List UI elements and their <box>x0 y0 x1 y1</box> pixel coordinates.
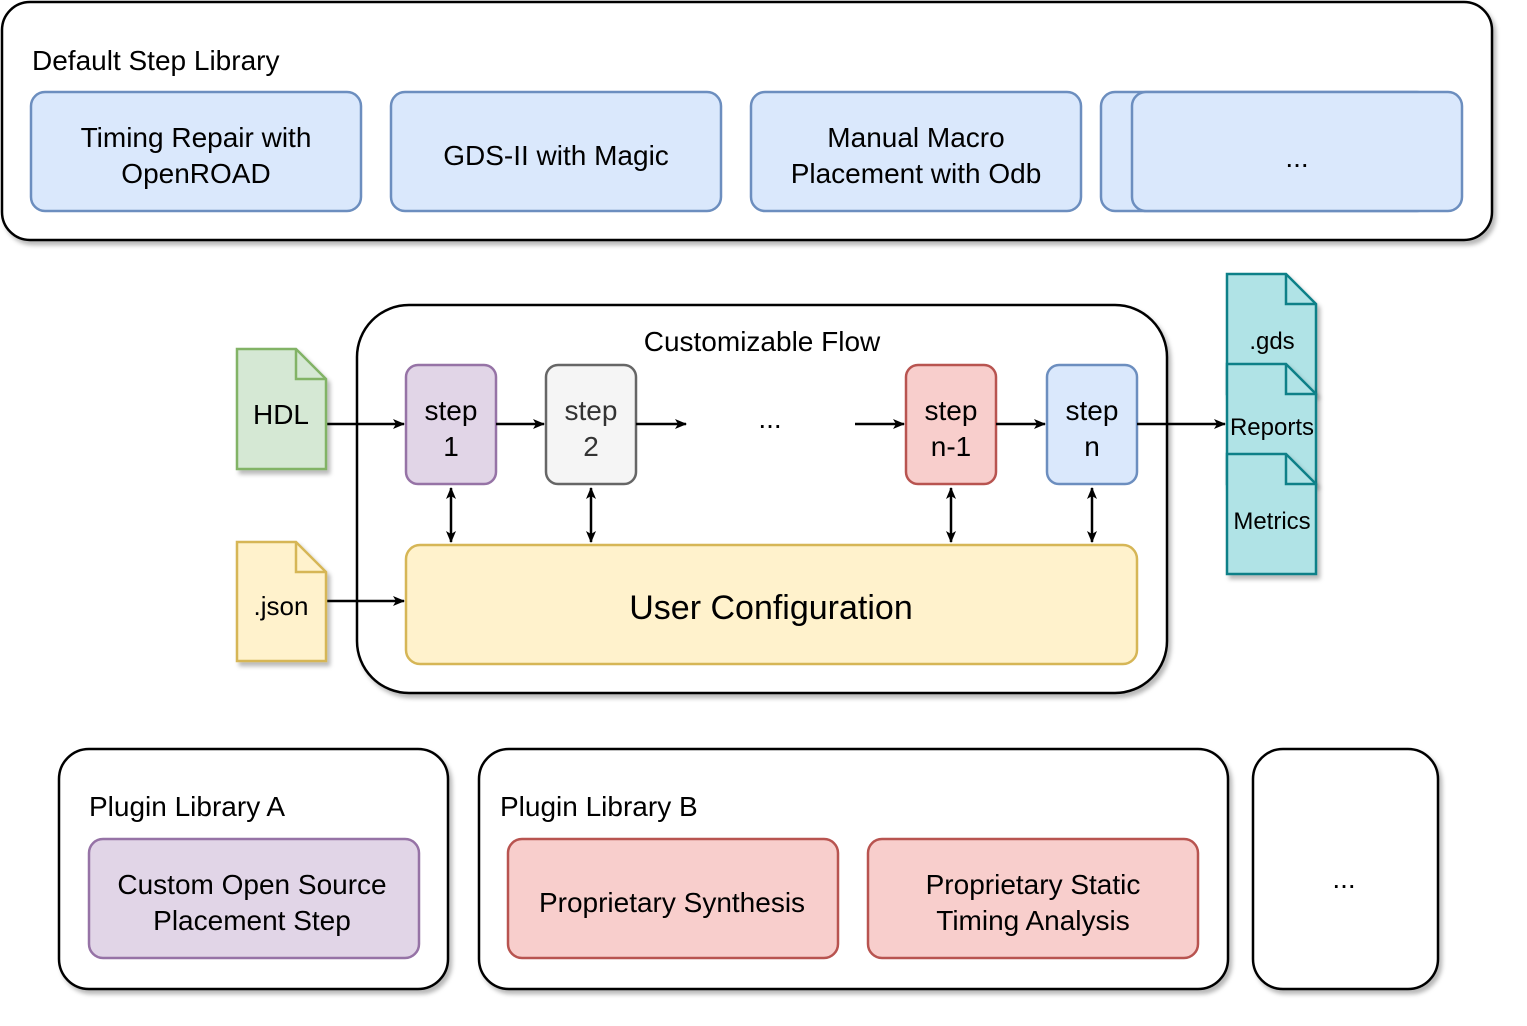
plugin-library-more[interactable]: ... <box>1251 747 1440 991</box>
flow-arrows <box>327 419 1226 606</box>
output-reports-label: Reports <box>1230 414 1314 441</box>
plugin-more-label: ... <box>1332 863 1355 894</box>
plugin-b-step-sta[interactable]: Proprietary Static Timing Analysis <box>866 837 1200 960</box>
flow-step-n-top: step <box>1066 395 1119 426</box>
plugin-library-a: Plugin Library A Custom Open Source Plac… <box>57 747 450 991</box>
plugin-b-sta-line2: Timing Analysis <box>936 905 1129 936</box>
flow-step-n-1-bottom: n-1 <box>931 431 971 462</box>
flow-step-2-top: step <box>565 395 618 426</box>
plugin-library-b: Plugin Library B Proprietary Synthesis P… <box>477 747 1230 991</box>
step-macro-placement-line2: Placement with Odb <box>791 158 1042 189</box>
input-json-label: .json <box>254 591 309 621</box>
user-configuration-label: User Configuration <box>629 589 912 627</box>
flow-step-n-bottom: n <box>1084 431 1100 462</box>
step-timing-repair-line2: OpenROAD <box>121 158 270 189</box>
flow-step-1[interactable]: step 1 <box>404 363 498 486</box>
output-metrics-file[interactable]: Metrics <box>1225 452 1318 576</box>
input-hdl-label: HDL <box>253 399 309 430</box>
step-macro-placement-line1: Manual Macro <box>827 122 1004 153</box>
plugin-b-sta-line1: Proprietary Static <box>926 869 1141 900</box>
default-step-library: Default Step Library Timing Repair with … <box>0 0 1494 242</box>
output-metrics-label: Metrics <box>1233 508 1310 535</box>
flow-step-1-top: step <box>425 395 478 426</box>
plugin-a-title: Plugin Library A <box>89 791 285 822</box>
output-gds-label: .gds <box>1249 328 1294 355</box>
step-more-stack[interactable]: ... <box>1099 90 1464 213</box>
default-library-title: Default Step Library <box>32 45 279 76</box>
step-timing-repair-line1: Timing Repair with <box>81 122 312 153</box>
customizable-flow: Customizable Flow step 1 step 2 ... step… <box>327 303 1226 695</box>
step-gds-magic[interactable]: GDS-II with Magic <box>389 90 723 213</box>
flow-step-2[interactable]: step 2 <box>544 363 638 486</box>
flow-ellipsis: ... <box>758 403 781 434</box>
plugin-a-step-placement[interactable]: Custom Open Source Placement Step <box>87 837 421 960</box>
user-configuration[interactable]: User Configuration <box>404 543 1139 666</box>
flow-step-n-1-top: step <box>925 395 978 426</box>
plugin-b-step-synthesis[interactable]: Proprietary Synthesis <box>506 837 840 960</box>
input-json-file[interactable]: .json <box>235 540 328 663</box>
output-files: .gds Reports Metrics <box>1225 272 1318 576</box>
flow-step-2-bottom: 2 <box>583 431 599 462</box>
flow-step-n[interactable]: step n <box>1045 363 1139 486</box>
step-gds-magic-label: GDS-II with Magic <box>443 140 669 171</box>
input-hdl-file[interactable]: HDL <box>235 347 328 471</box>
plugin-b-title: Plugin Library B <box>500 791 698 822</box>
flow-step-1-bottom: 1 <box>443 431 459 462</box>
flow-step-n-1[interactable]: step n-1 <box>904 363 998 486</box>
plugin-b-synthesis-label: Proprietary Synthesis <box>539 887 805 918</box>
plugin-a-step-line1: Custom Open Source <box>117 869 386 900</box>
plugin-a-step-line2: Placement Step <box>153 905 351 936</box>
step-macro-placement[interactable]: Manual Macro Placement with Odb <box>749 90 1083 213</box>
step-more-label: ... <box>1285 142 1308 173</box>
step-timing-repair[interactable]: Timing Repair with OpenROAD <box>29 90 363 213</box>
flow-title: Customizable Flow <box>644 326 881 357</box>
